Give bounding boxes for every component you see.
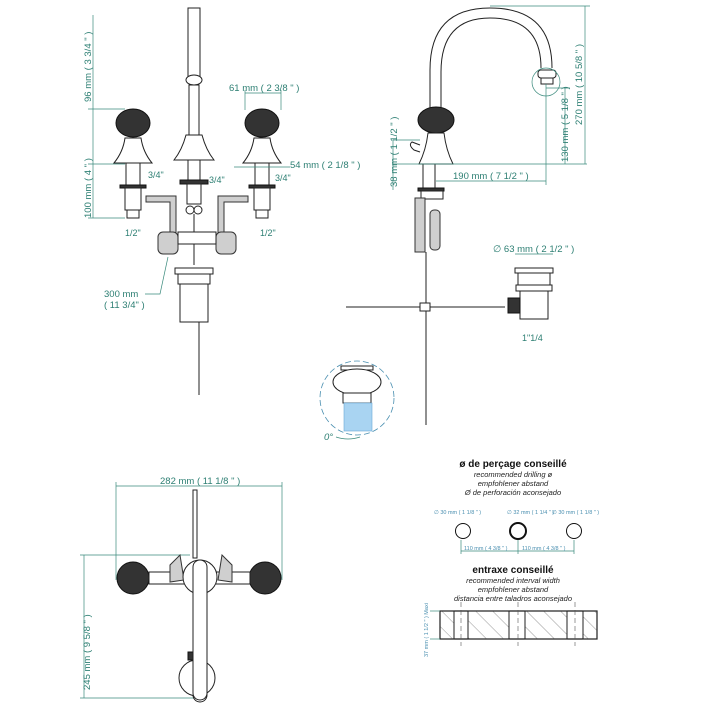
interval-title: entraxe conseillé: [472, 565, 554, 576]
dim-245mm: 245 mm ( 9 5/8 " ): [82, 614, 93, 690]
hole-center-label: ∅ 32 mm ( 1 1/4 " ): [507, 509, 554, 516]
interval-line-en: recommended interval width: [466, 576, 560, 585]
dim-270mm: 270 mm ( 10 5/8 " ): [574, 44, 585, 125]
drilling-line-es: Ø de perforación aconsejado: [464, 488, 561, 497]
deck-thickness-label: 37 mm ( 1 1/2 " ) Maxi: [424, 603, 430, 657]
dim-300mm-inch: ( 11 3/4" ): [104, 300, 145, 311]
dim-190mm: 190 mm ( 7 1/2 " ): [453, 171, 529, 182]
thread-label: 1/2": [125, 228, 141, 238]
dim-96mm: 96 mm ( 3 3/4 " ): [83, 32, 94, 102]
drilling-recommendation: ø de perçage conseillé recommended drill…: [434, 459, 599, 554]
dim-130mm: 130 mm ( 5 1/8 " ): [560, 86, 571, 162]
dim-38mm: 38 mm ( 1 1/2 " ): [389, 117, 400, 187]
front-view: 96 mm ( 3 3/4 " ) 100 mm ( 4 " ) 61 mm (…: [83, 7, 360, 395]
thread-label: 3/4": [148, 170, 164, 180]
drain-thread-label: 1"1/4: [522, 333, 543, 343]
left-handle: [112, 108, 154, 219]
spacing-right-label: 110 mm ( 4 3/8 " ): [522, 546, 566, 552]
deck-section: [439, 610, 598, 640]
top-view: 282 mm ( 11 1/8 " ) 245 mm ( 9 5/8 " ): [80, 476, 283, 703]
dim-300mm: 300 mm: [104, 289, 138, 300]
dim-63mm: ∅ 63 mm ( 2 1/2 " ): [493, 244, 574, 255]
dim-100mm: 100 mm ( 4 " ): [83, 158, 94, 218]
right-handle: [241, 108, 283, 219]
hole-right-label: ∅ 30 mm ( 1 1/8 " ): [552, 509, 599, 516]
aerator-detail: 0°: [319, 360, 395, 443]
thread-label: 3/4": [209, 175, 225, 185]
dim-54mm: 54 mm ( 2 1/8 " ): [290, 160, 360, 171]
drilling-line-en: recommended drilling ø: [474, 470, 553, 479]
dim-282mm: 282 mm ( 11 1/8 " ): [160, 476, 240, 487]
spacing-left-label: 110 mm ( 4 3/8 " ): [464, 546, 508, 552]
thread-label: 3/4": [275, 173, 291, 183]
thread-label: 1/2": [260, 228, 276, 238]
interval-line-de: empfohlener abstand: [478, 585, 549, 594]
interval-recommendation: entraxe conseillé recommended interval w…: [424, 565, 598, 657]
aerator-angle: 0°: [324, 432, 333, 443]
drilling-line-de: empfohlener abstand: [478, 479, 549, 488]
side-view: 38 mm ( 1 1/2 " ) 190 mm ( 7 1/2 " ) 130…: [319, 5, 590, 443]
hole-left-label: ∅ 30 mm ( 1 1/8 " ): [434, 509, 481, 516]
interval-line-es: distancia entre taladros aconsejado: [454, 594, 572, 603]
dim-61mm: 61 mm ( 2 3/8 " ): [229, 83, 299, 94]
drilling-title: ø de perçage conseillé: [459, 459, 567, 470]
